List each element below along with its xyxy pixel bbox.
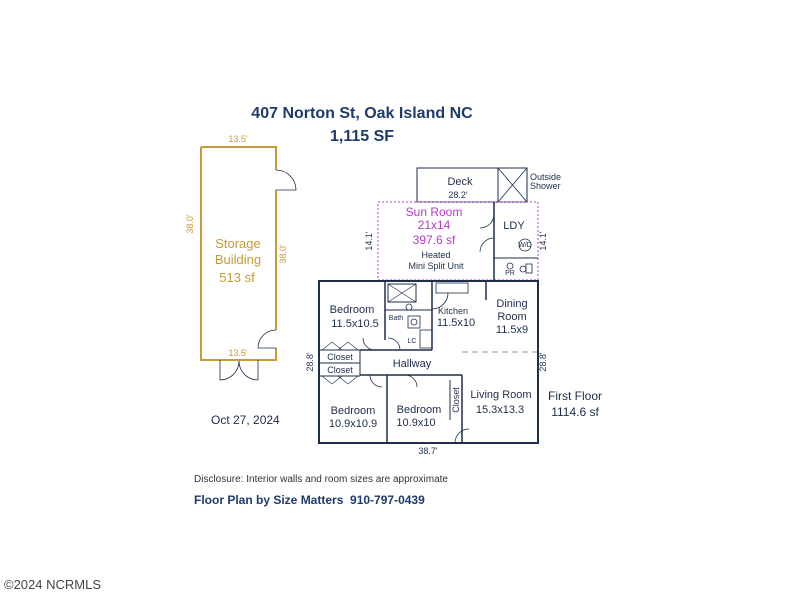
sun-room-area: 397.6 sf [413, 233, 456, 247]
storage-area: 513 sf [219, 270, 255, 285]
kitchen-size: 11.5x10 [437, 317, 475, 329]
credit-text: Floor Plan by Size Matters 910-797-0439 [194, 493, 425, 507]
storage-label-2: Building [215, 252, 261, 267]
sun-room-note-1: Heated [421, 250, 450, 260]
dining-name-2: Room [497, 311, 526, 323]
washer-dryer-label: W/D [518, 242, 532, 249]
sun-room-dim-left: 14.1' [364, 231, 374, 251]
hallway-label: Hallway [393, 358, 432, 370]
bedroom-1-size: 11.5x10.5 [331, 318, 379, 330]
closet-1-label: Closet [327, 352, 353, 362]
main-dim-right: 28.8' [538, 352, 548, 372]
main-dim-left: 28.8' [305, 352, 315, 372]
laundry-label: LDY [503, 220, 525, 232]
storage-label-1: Storage [215, 236, 261, 251]
dining-name-1: Dining [496, 298, 527, 310]
powder-room-label: PR [505, 270, 515, 277]
deck-label: Deck [447, 176, 473, 188]
copyright-watermark: ©2024 NCRMLS [4, 577, 101, 592]
sun-room-name: Sun Room [406, 205, 463, 219]
linen-closet-label: LC [408, 338, 417, 345]
sun-room-size: 21x14 [418, 218, 451, 232]
storage-dim-bottom: 13.5' [228, 348, 248, 358]
bedroom-2-name: Bedroom [331, 405, 376, 417]
living-room-name: Living Room [470, 389, 531, 401]
outside-shower-1: Outside [530, 172, 561, 182]
storage-building [200, 146, 297, 381]
deck-dim: 28.2' [448, 190, 468, 200]
total-area: 1,115 SF [330, 128, 394, 145]
storage-dim-right: 38.0' [278, 244, 288, 264]
first-floor-area: 1114.6 sf [551, 405, 599, 419]
closet-2-label: Closet [327, 365, 353, 375]
storage-dim-left: 38.0' [185, 214, 195, 234]
storage-dim-top: 13.5' [228, 134, 248, 144]
closet-3-label: Closet [451, 387, 461, 413]
bedroom-3-name: Bedroom [397, 404, 442, 416]
plan-date: Oct 27, 2024 [211, 413, 280, 427]
dining-size: 11.5x9 [496, 324, 528, 336]
first-floor-label: First Floor [548, 389, 602, 403]
sun-room-note-2: Mini Split Unit [408, 261, 464, 271]
disclosure-text: Disclosure: Interior walls and room size… [194, 474, 448, 485]
bath-label: Bath [389, 315, 404, 322]
main-house [318, 280, 539, 444]
address-title: 407 Norton St, Oak Island NC [251, 105, 473, 122]
bedroom-1-name: Bedroom [330, 304, 375, 316]
bedroom-2-size: 10.9x10.9 [329, 418, 377, 430]
sun-room-dim-right: 14.1' [538, 231, 548, 251]
bedroom-3-size: 10.9x10 [396, 417, 435, 429]
living-room-size: 15.3x13.3 [476, 404, 524, 416]
outside-shower-2: Shower [530, 181, 561, 191]
main-dim-bottom: 38.7' [418, 446, 438, 456]
kitchen-name: Kitchen [438, 306, 468, 316]
